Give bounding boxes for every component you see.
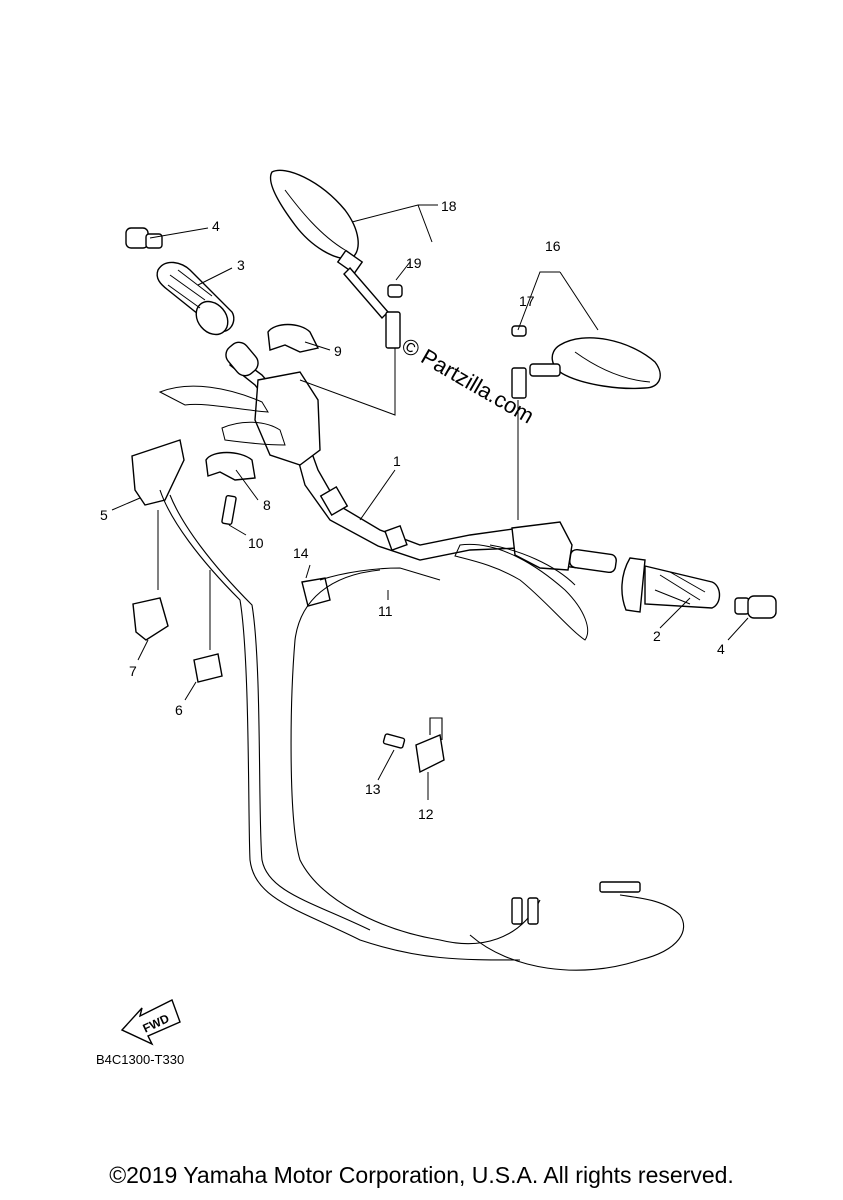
callout-6: 6 bbox=[175, 702, 183, 718]
diagram-code: B4C1300-T330 bbox=[96, 1052, 184, 1067]
screw-10 bbox=[221, 494, 237, 526]
callout-labels: 1 2 3 4 4 5 6 7 8 9 10 11 12 13 14 16 17… bbox=[100, 198, 725, 822]
throttle-grip bbox=[569, 548, 721, 613]
clamp-14 bbox=[301, 577, 331, 607]
bracket-12 bbox=[415, 717, 445, 774]
clamp-6 bbox=[193, 653, 223, 683]
callout-19: 19 bbox=[406, 255, 422, 271]
lever-holder-9 bbox=[267, 323, 320, 353]
callout-4-right: 4 bbox=[717, 641, 725, 657]
mirror-left bbox=[269, 169, 403, 349]
copyright-notice: ©2019 Yamaha Motor Corporation, U.S.A. A… bbox=[109, 1162, 734, 1188]
bar-end-weights bbox=[125, 227, 777, 619]
callout-2: 2 bbox=[653, 628, 661, 644]
throttle-housing-5 bbox=[131, 439, 185, 506]
callout-11: 11 bbox=[378, 603, 393, 619]
left-lever-assembly bbox=[158, 371, 321, 466]
leader-lines bbox=[111, 204, 749, 800]
callout-1: 1 bbox=[393, 453, 401, 469]
callout-12: 12 bbox=[418, 806, 434, 822]
mirror-right bbox=[511, 325, 661, 399]
callout-16: 16 bbox=[545, 238, 561, 254]
lever-holder-8 bbox=[205, 451, 256, 481]
throttle-cables bbox=[159, 489, 685, 971]
callout-14: 14 bbox=[293, 545, 309, 561]
callout-17: 17 bbox=[519, 293, 535, 309]
callout-10: 10 bbox=[248, 535, 264, 551]
right-lever-assembly bbox=[454, 521, 589, 641]
callout-5: 5 bbox=[100, 507, 108, 523]
callout-13: 13 bbox=[365, 781, 381, 797]
callout-8: 8 bbox=[263, 497, 271, 513]
callout-4-left: 4 bbox=[212, 218, 220, 234]
callout-3: 3 bbox=[237, 257, 245, 273]
callout-7: 7 bbox=[129, 663, 137, 679]
clamp-7 bbox=[132, 597, 169, 641]
callout-9: 9 bbox=[334, 343, 342, 359]
callout-18: 18 bbox=[441, 198, 457, 214]
bolt-13 bbox=[382, 733, 406, 749]
left-grip bbox=[156, 261, 235, 336]
fwd-arrow: FWD bbox=[120, 999, 181, 1046]
